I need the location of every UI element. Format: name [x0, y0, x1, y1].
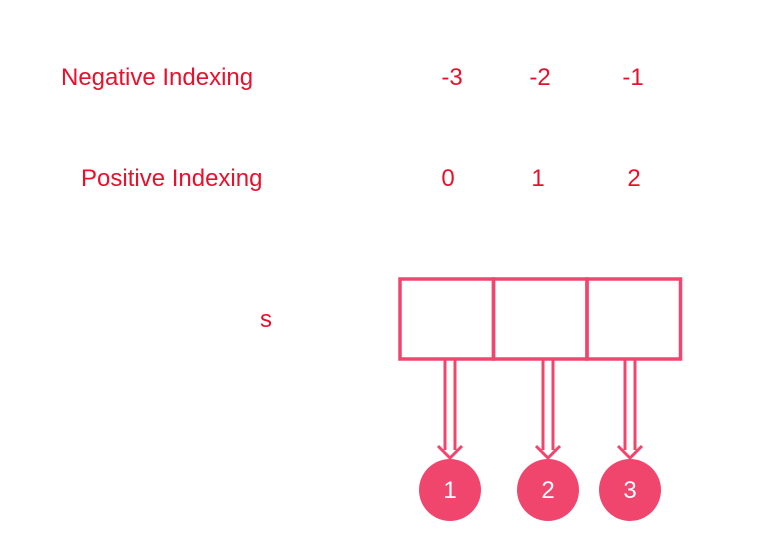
reference-arrow-2 — [616, 360, 644, 461]
negative-index-2: -1 — [622, 64, 644, 91]
value-node-1: 2 — [517, 459, 579, 521]
positive-indexing-label: Positive Indexing — [81, 165, 263, 192]
list-cell-0 — [398, 277, 496, 361]
negative-indexing-label: Negative Indexing — [61, 64, 254, 91]
variable-name-label: s — [260, 306, 272, 333]
value-label-2: 3 — [623, 477, 636, 504]
reference-arrow-1 — [534, 360, 562, 461]
list-cell-2 — [585, 277, 683, 361]
positive-index-1: 1 — [531, 165, 545, 192]
value-node-2: 3 — [599, 459, 661, 521]
value-label-0: 1 — [443, 477, 456, 504]
positive-index-2: 2 — [627, 165, 641, 192]
negative-index-1: -2 — [529, 64, 551, 91]
positive-index-0: 0 — [441, 165, 455, 192]
list-cell-1 — [491, 277, 589, 361]
reference-arrow-0 — [436, 360, 464, 461]
value-label-1: 2 — [541, 477, 554, 504]
negative-index-0: -3 — [441, 64, 463, 91]
value-node-0: 1 — [419, 459, 481, 521]
